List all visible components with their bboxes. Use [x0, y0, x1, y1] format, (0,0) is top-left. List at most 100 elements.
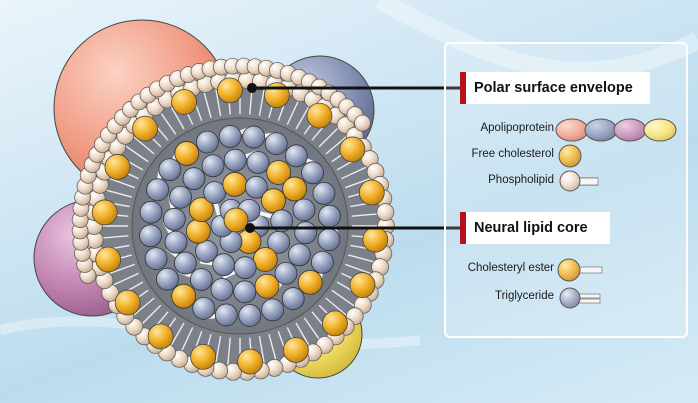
phospholipid-tail [108, 177, 135, 189]
free-cholesterol-molecule [339, 136, 366, 163]
legend-cholesteryl-ester: Cholesteryl ester [467, 262, 554, 274]
triglyceride-molecule [270, 209, 294, 233]
triglyceride-molecule [218, 125, 242, 148]
cholesteryl-ester-molecule [223, 207, 249, 233]
phospholipid-tail [331, 289, 356, 307]
triglyceride-molecule [233, 256, 257, 280]
triglyceride-molecule [210, 278, 234, 301]
free-cholesterol-molecule [132, 115, 158, 142]
phospholipid-tail [104, 189, 132, 198]
phospholipid-tail [214, 88, 222, 116]
triglyceride-molecule [192, 296, 216, 320]
triglyceride-molecule [144, 247, 168, 271]
triglyceride-molecule [288, 243, 311, 267]
triglyceride-molecule [169, 185, 192, 209]
triglyceride-molecule [164, 230, 188, 254]
phospholipid-tail [345, 177, 372, 189]
legend-triglyceride: Triglyceride [494, 290, 554, 302]
free-cholesterol-molecule [322, 310, 348, 337]
free-cholesterol-molecule [216, 77, 243, 104]
phospholipid-tail [295, 322, 311, 348]
triglyceride-molecule [274, 261, 298, 285]
phospholipid-tail [140, 304, 162, 326]
phospholipid-tail [132, 297, 155, 317]
free-cholesterol-legend-icon [558, 144, 582, 168]
polar-surface-text: Polar surface envelope [474, 80, 633, 96]
phospholipid-tail [124, 145, 149, 163]
phospholipid-tail [112, 272, 139, 286]
free-cholesterol-molecule [104, 154, 131, 180]
triglyceride-molecule [189, 268, 213, 291]
triglyceride-molecule [246, 151, 270, 174]
free-cholesterol-molecule [91, 199, 118, 226]
phospholipid-legend-icon [559, 170, 599, 192]
triglyceride-molecule [284, 144, 308, 168]
triglyceride-molecule [238, 304, 262, 327]
triglyceride-molecule [195, 239, 218, 263]
free-cholesterol-molecule [263, 82, 290, 108]
cholesteryl-ester-molecule [171, 283, 197, 309]
phospholipid-tail [100, 235, 129, 239]
phospholipid-tail [108, 263, 135, 275]
cholesteryl-ester-molecule [185, 218, 211, 244]
triglyceride-molecule [212, 253, 236, 277]
apolipoprotein-legend-icon [555, 118, 677, 142]
lipid-core-label: Neural lipid core [460, 212, 610, 244]
phospholipid-tail [268, 334, 277, 362]
triglyceride-molecule [139, 224, 162, 248]
free-cholesterol-molecule [190, 344, 217, 370]
triglyceride-molecule [242, 125, 266, 149]
phospholipid-tail [169, 322, 185, 348]
callout-lines [245, 83, 460, 233]
free-cholesterol-molecule [147, 323, 174, 350]
triglyceride-molecule [214, 303, 238, 327]
phospholipid-tail [341, 166, 368, 180]
triglyceride-molecule [139, 200, 163, 224]
triglyceride-molecule [281, 287, 305, 310]
triglyceride-molecule [182, 167, 206, 191]
free-cholesterol-molecule [358, 179, 385, 206]
triglyceride-legend-icon [559, 287, 601, 309]
triglyceride-molecule [146, 178, 170, 202]
lipid-core-text: Neural lipid core [474, 220, 588, 236]
cholesteryl-ester-molecule [297, 269, 323, 295]
cholesteryl-ester-molecule [252, 247, 278, 272]
free-cholesterol-molecule [349, 272, 376, 298]
phospholipid-tail [345, 263, 372, 275]
cholesteryl-ester-molecule [254, 273, 280, 299]
cholesteryl-ester-molecule [282, 176, 308, 202]
free-cholesterol-molecule [114, 289, 141, 316]
cholesteryl-ester-molecule [222, 171, 248, 197]
cholesteryl-ester-legend-icon [557, 258, 603, 282]
free-cholesterol-molecule [237, 348, 264, 375]
triglyceride-molecule [195, 130, 219, 154]
free-cholesterol-molecule [171, 89, 197, 115]
legend-phospholipid: Phospholipid [488, 174, 554, 186]
phospholipid-tail [325, 135, 348, 155]
phospholipid-tail [180, 327, 194, 354]
free-cholesterol-molecule [95, 246, 122, 273]
triglyceride-molecule [244, 175, 268, 199]
phospholipid-tail [132, 135, 155, 155]
polar-surface-label: Polar surface envelope [460, 72, 650, 104]
free-cholesterol-molecule [362, 226, 389, 253]
phospholipid-tail [258, 88, 266, 116]
triglyceride-molecule [156, 267, 179, 291]
triglyceride-molecule [162, 207, 186, 231]
triglyceride-molecule [223, 148, 247, 172]
triglyceride-molecule [301, 161, 324, 185]
accent-bar [460, 72, 466, 104]
triglyceride-molecule [310, 250, 334, 274]
phospholipid-tail [303, 317, 321, 342]
legend-free-cholesterol: Free cholesterol [471, 148, 554, 160]
accent-bar [460, 212, 466, 244]
legend-apolipoprotein: Apolipoprotein [480, 122, 554, 134]
triglyceride-molecule [294, 221, 318, 245]
triglyceride-molecule [317, 228, 341, 252]
phospholipid-tail [214, 336, 222, 364]
triglyceride-molecule [292, 198, 316, 222]
triglyceride-molecule [312, 181, 336, 205]
phospholipid-tail [258, 336, 266, 364]
phospholipid-tail [169, 104, 185, 130]
